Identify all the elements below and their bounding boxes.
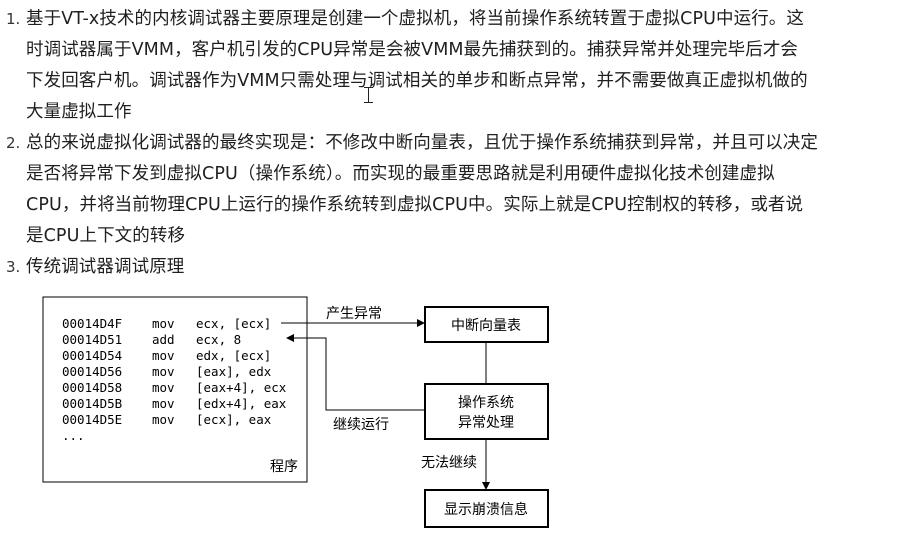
asm-operands: edx, [ecx]	[196, 348, 271, 363]
list-number: 2.	[6, 134, 21, 152]
asm-opcode: add	[152, 332, 175, 347]
debugger-flow-diagram: 00014D4F mov ecx, [ecx] 00014D51 add ecx…	[42, 296, 549, 528]
text-line: 传统调试器调试原理	[26, 257, 185, 277]
continue-arrow-label: 继续运行	[333, 416, 389, 433]
ivt-box	[424, 306, 549, 343]
text-line: 是CPU上下文的转移	[26, 226, 186, 246]
asm-operands: [ecx], eax	[196, 412, 272, 427]
asm-address: 00014D58	[62, 380, 122, 395]
text-line: 大量虚拟工作	[26, 102, 132, 122]
asm-ellipsis: ...	[62, 428, 85, 443]
crash-info-box	[424, 489, 549, 528]
exception-arrow-label: 产生异常	[326, 306, 382, 322]
os-handler-label-line2: 异常处理	[458, 415, 514, 431]
text-line: 基于VT-x技术的内核调试器主要原理是创建一个虚拟机，将当前操作系统转置于虚拟C…	[26, 9, 805, 29]
asm-opcode: mov	[152, 364, 175, 379]
continue-arrow	[286, 334, 425, 411]
paragraph-virtualized-debugger: 总的来说虚拟化调试器的最终实现是：不修改中断向量表，且优于操作系统捕获到异常，并…	[26, 128, 888, 252]
asm-address: 00014D5E	[62, 412, 122, 427]
asm-address: 00014D4F	[62, 316, 122, 331]
asm-opcode: mov	[152, 380, 175, 395]
asm-address: 00014D56	[62, 364, 122, 379]
os-handler-box	[424, 383, 549, 440]
asm-opcode: mov	[152, 412, 175, 427]
text-cursor-icon	[364, 86, 374, 104]
asm-opcode: mov	[152, 396, 175, 411]
asm-address: 00014D54	[62, 348, 122, 363]
asm-operands: [edx+4], eax	[196, 396, 287, 411]
text-line: 下发回客户机。调试器作为VMM只需处理与调试相关的单步和断点异常，并不需要做真正…	[26, 71, 808, 91]
paragraph-vtx-principle: 基于VT-x技术的内核调试器主要原理是创建一个虚拟机，将当前操作系统转置于虚拟C…	[26, 4, 888, 128]
asm-opcode: mov	[152, 316, 175, 331]
paragraph-traditional-debugger: 传统调试器调试原理	[26, 252, 888, 283]
asm-opcode: mov	[152, 348, 175, 363]
asm-address: 00014D51	[62, 332, 122, 347]
asm-operands: ecx, 8	[196, 332, 241, 347]
text-line: 总的来说虚拟化调试器的最终实现是：不修改中断向量表，且优于操作系统捕获到异常，并…	[26, 133, 818, 153]
ivt-box-label: 中断向量表	[451, 318, 521, 334]
crash-info-label: 显示崩溃信息	[444, 501, 528, 518]
asm-address: 00014D5B	[62, 396, 122, 411]
program-label: 程序	[270, 459, 298, 475]
program-box	[42, 296, 308, 483]
text-line: 时调试器属于VMM，客户机引发的CPU异常是会被VMM最先捕获到的。捕获异常并处…	[26, 40, 799, 60]
asm-operands: ecx, [ecx]	[196, 316, 271, 331]
asm-operands: [eax], edx	[196, 364, 272, 379]
os-handler-label-line1: 操作系统	[458, 395, 514, 411]
text-line: 是否将异常下发到虚拟CPU（操作系统）。而实现的最重要思路就是利用硬件虚拟化技术…	[26, 164, 775, 184]
cannot-continue-label: 无法继续	[421, 454, 477, 471]
list-number: 1.	[6, 10, 21, 28]
asm-operands: [eax+4], ecx	[196, 380, 287, 395]
list-number: 3.	[6, 258, 21, 276]
text-line: CPU，并将当前物理CPU上运行的操作系统转到虚拟CPU中。实际上就是CPU控制…	[26, 195, 804, 215]
